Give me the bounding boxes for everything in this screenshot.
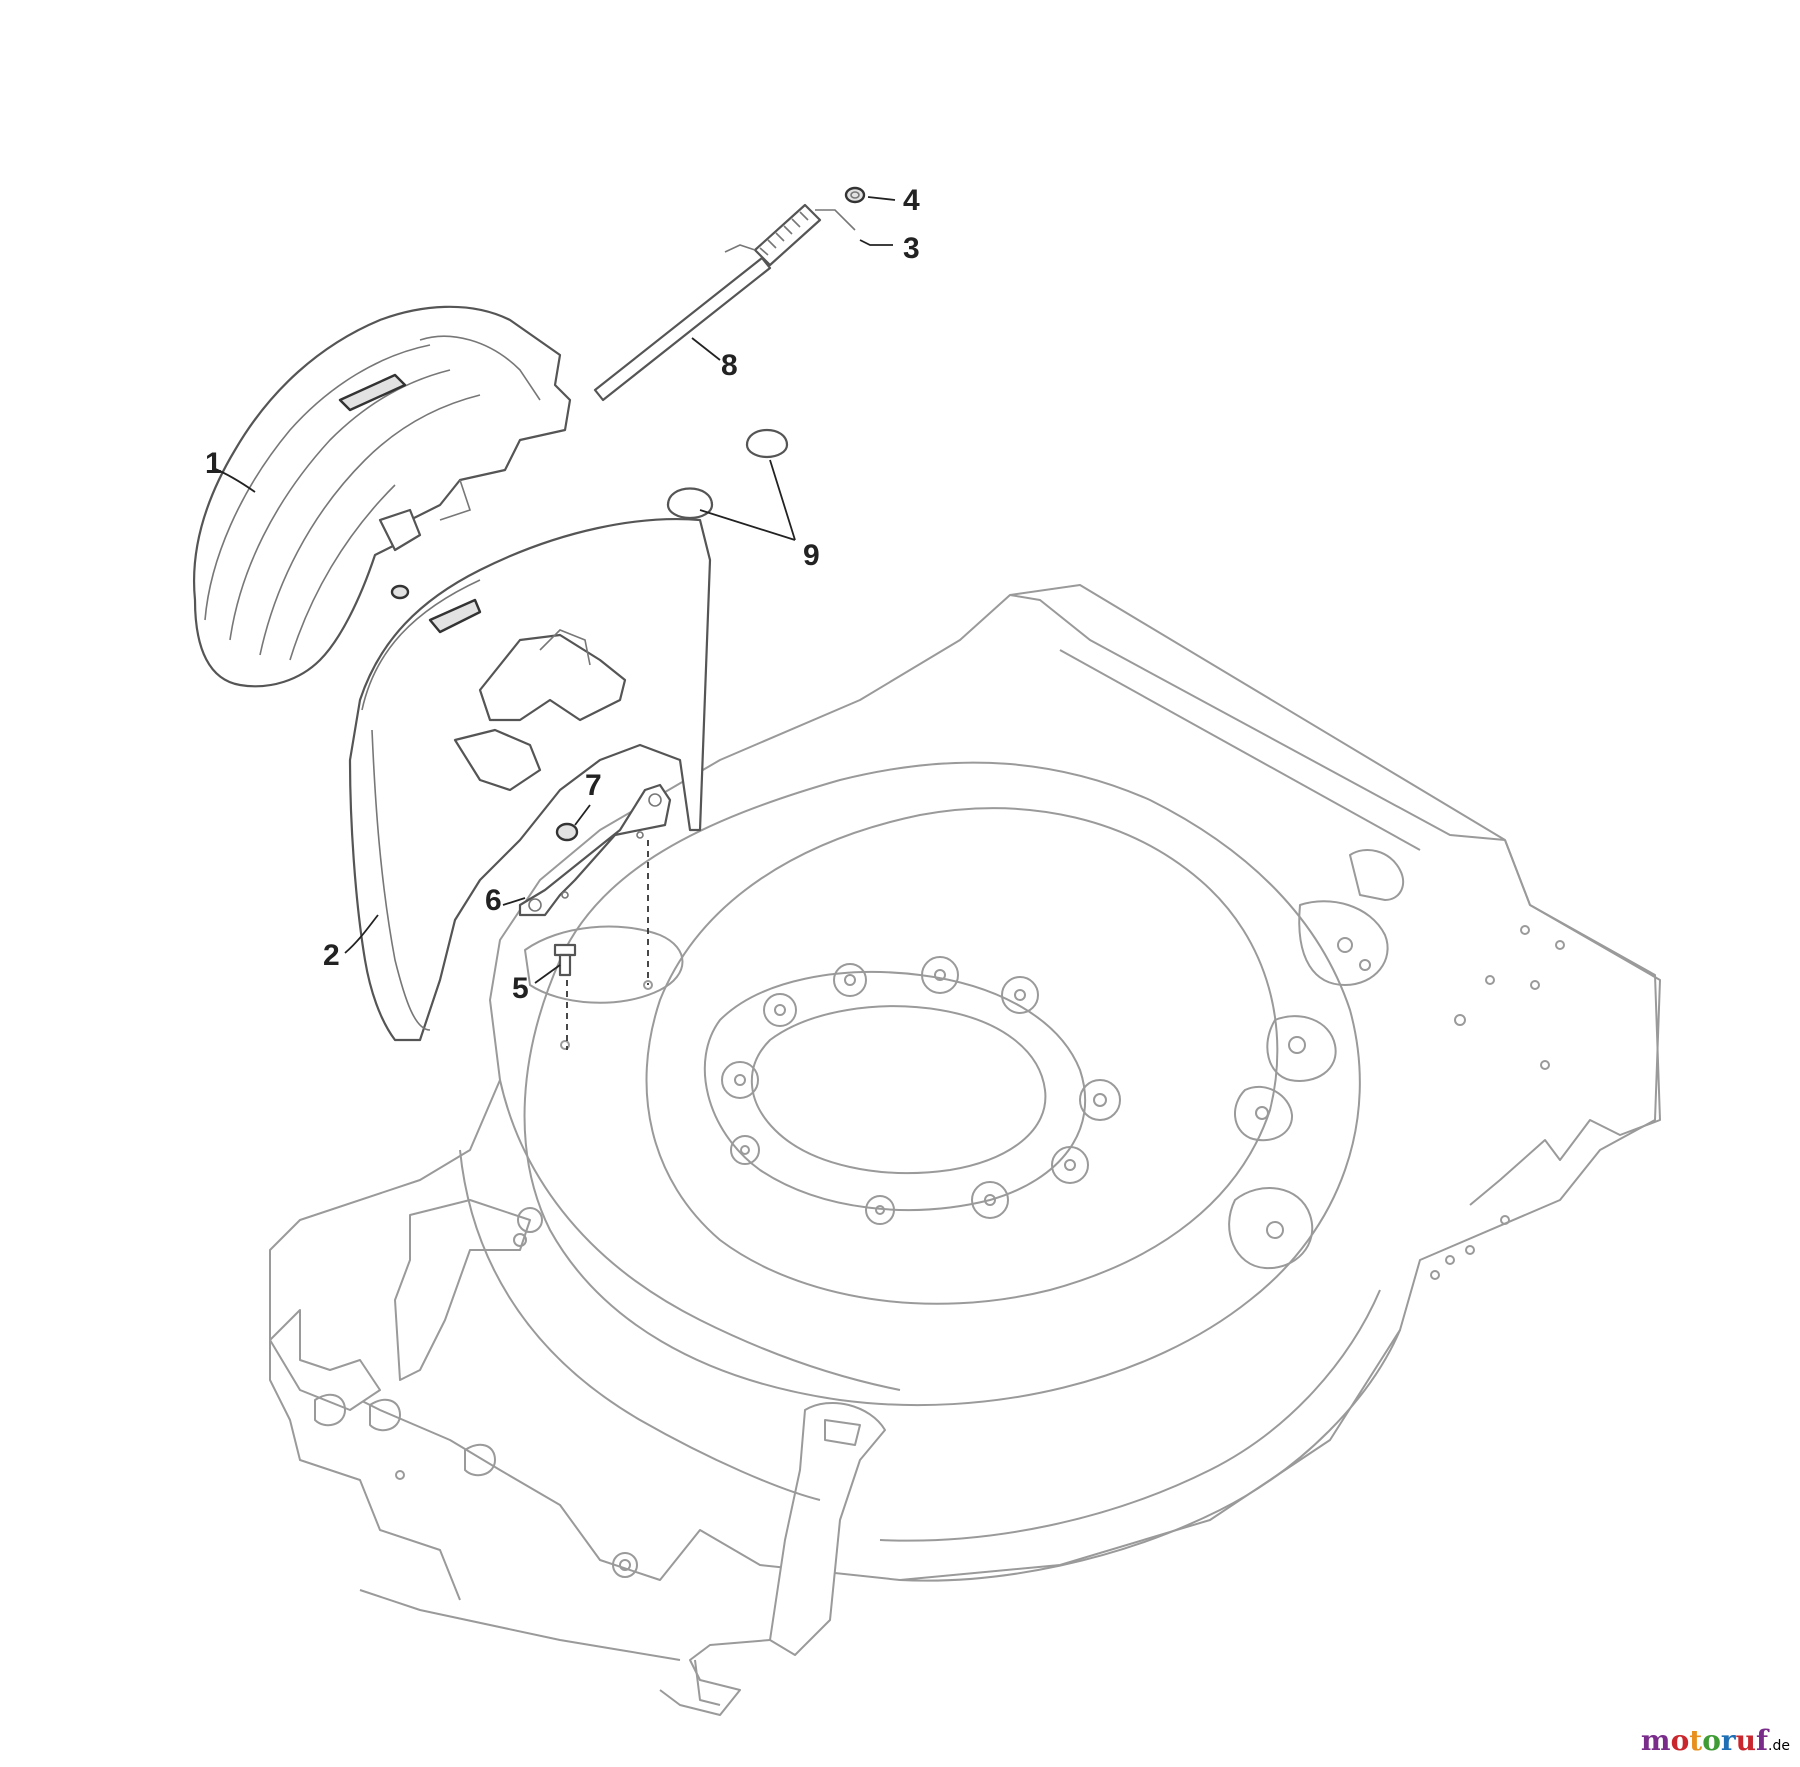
callout-8: 8 [721, 349, 738, 382]
callout-5: 5 [512, 972, 529, 1005]
callout-2: 2 [323, 939, 340, 972]
callout-9: 9 [803, 539, 820, 572]
part-8-rod [593, 256, 772, 402]
deck-mounting-bosses [721, 956, 1121, 1225]
watermark-letter: f [1756, 1724, 1769, 1757]
part-6-bracket [518, 783, 672, 917]
part-4-nut [844, 186, 866, 204]
callout-3: 3 [903, 232, 920, 265]
watermark-letter: t [1689, 1724, 1703, 1757]
callout-4: 4 [903, 184, 920, 217]
watermark-suffix: .de [1768, 1738, 1790, 1754]
part-1-upper-cover [192, 305, 572, 688]
callout-labels: 1 2 3 4 5 6 7 8 9 [205, 184, 920, 1005]
watermark-text: motoruf [1641, 1724, 1768, 1757]
watermark-logo: motoruf.de [1641, 1724, 1790, 1757]
watermark-letter: m [1640, 1724, 1671, 1757]
deck-side-bosses [1228, 849, 1405, 1270]
part-7-nut [555, 822, 579, 842]
part-5-screw [553, 943, 577, 977]
part-9-caps [666, 429, 789, 520]
callout-7: 7 [585, 769, 602, 802]
side-panel-holes [1430, 925, 1565, 1280]
part-2-rear-flap [348, 517, 712, 1042]
callout-6: 6 [485, 884, 502, 917]
watermark-letter: o [1670, 1724, 1690, 1757]
watermark-letter: r [1720, 1724, 1736, 1757]
watermark-letter: u [1735, 1724, 1756, 1757]
watermark-letter: o [1702, 1724, 1721, 1757]
leader-lines [212, 196, 896, 984]
callout-1: 1 [205, 447, 222, 480]
part-3-spring [724, 203, 856, 267]
